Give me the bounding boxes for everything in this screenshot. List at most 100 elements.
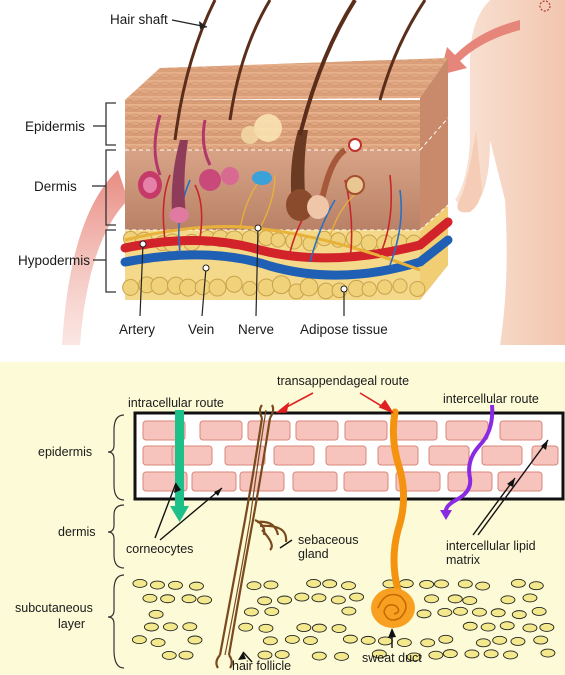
fat-cell — [149, 610, 163, 618]
fat-cell — [493, 636, 507, 644]
adipose-globule — [272, 276, 290, 294]
fat-cell — [239, 623, 253, 631]
fat-cell — [143, 594, 157, 602]
corneocyte-cell — [293, 472, 337, 491]
adipose-globule — [123, 280, 139, 296]
corneocyte-cell — [395, 421, 437, 440]
adipose-globule — [195, 280, 210, 295]
corneocyte-cell — [240, 472, 284, 491]
fat-cell — [491, 609, 505, 617]
fat-cell — [188, 636, 202, 644]
fat-cell — [132, 636, 146, 644]
fat-cell — [264, 581, 278, 589]
fat-cell — [312, 652, 326, 660]
fat-cell — [484, 650, 498, 658]
label-hair-shaft: Hair shaft — [110, 12, 168, 27]
label-sebaceous-line1: sebaceous — [298, 533, 358, 547]
human-body-silhouette — [455, 0, 565, 345]
fat-cell — [463, 622, 477, 630]
fat-cell — [275, 651, 289, 659]
fat-cell — [378, 637, 392, 645]
fat-cell — [343, 635, 357, 643]
label-vein: Vein — [188, 322, 214, 337]
label-hair-follicle: hair follicle — [232, 659, 291, 673]
label-intracellular-route: intracellular route — [128, 396, 224, 410]
adipose-globule — [346, 231, 362, 247]
fat-cell — [278, 596, 292, 604]
fat-cell — [183, 623, 197, 631]
fat-cell — [263, 637, 277, 645]
fat-cell — [335, 652, 349, 660]
fat-cell — [244, 608, 258, 616]
fat-cell — [307, 579, 321, 587]
adipose-globule — [393, 279, 407, 293]
corneocyte-cell — [274, 446, 314, 465]
fat-cell — [397, 639, 411, 647]
fat-cell — [144, 623, 158, 631]
fat-cell — [331, 596, 345, 604]
vein-marker — [203, 265, 209, 271]
fat-cell — [179, 651, 193, 659]
fat-cell — [303, 637, 317, 645]
label-nerve: Nerve — [238, 322, 274, 337]
fat-cell — [534, 636, 548, 644]
fat-cell — [198, 596, 212, 604]
label-dermis-top: Dermis — [34, 179, 77, 194]
fat-cell — [151, 639, 165, 647]
fat-cell — [458, 580, 472, 588]
corneocyte-cell — [482, 446, 522, 465]
fat-cell — [342, 607, 356, 615]
label-sebaceous-line2: gland — [298, 547, 329, 561]
fat-cell — [258, 597, 272, 605]
label-dermis-bottom: dermis — [58, 525, 96, 539]
fat-cell — [425, 595, 439, 603]
fat-cell — [429, 651, 443, 659]
label-hypodermis: Hypodermis — [18, 253, 90, 268]
corneocyte-cell — [200, 421, 242, 440]
fat-cell — [476, 639, 490, 647]
adipose-globule — [318, 283, 334, 299]
corneocyte-cell — [326, 446, 366, 465]
fat-cell — [463, 597, 477, 605]
fat-cell — [434, 580, 448, 588]
corneocyte-cell — [498, 472, 542, 491]
fat-cell — [361, 636, 375, 644]
label-lipid-matrix-line2: matrix — [446, 553, 481, 567]
label-subcutaneous-line2: layer — [58, 617, 85, 631]
fat-cell — [448, 595, 462, 603]
penetration-routes-panel: intracellular route transappendageal rou… — [0, 362, 565, 675]
fat-cell — [472, 608, 486, 616]
adipose-globule — [362, 282, 376, 296]
fat-cell — [523, 624, 537, 632]
corneocyte-cell — [345, 421, 387, 440]
adipose-globule — [243, 281, 257, 295]
fat-cell — [465, 650, 479, 658]
fat-cell — [523, 594, 537, 602]
label-subcutaneous-line1: subcutaneous — [15, 601, 93, 615]
adipose-globule — [180, 279, 197, 296]
fat-cell — [258, 651, 272, 659]
fat-cell — [399, 580, 413, 588]
fat-cell — [163, 623, 177, 631]
adipose-globule — [271, 233, 285, 247]
fat-cell — [168, 581, 182, 589]
fat-cell — [312, 594, 326, 602]
fat-cell — [162, 651, 176, 659]
fat-cell — [532, 607, 546, 615]
nerve-marker — [255, 225, 261, 231]
label-intercellular-route: intercellular route — [443, 392, 539, 406]
label-corneocytes: corneocytes — [126, 542, 193, 556]
fat-cell — [285, 635, 299, 643]
fat-cell — [189, 582, 203, 590]
fat-cell — [540, 623, 554, 631]
fat-cell — [443, 650, 457, 658]
fat-cell — [504, 651, 518, 659]
adipose-globule — [300, 278, 318, 296]
label-sweat-duct: sweat duct — [362, 651, 422, 665]
label-lipid-matrix-line1: intercellular lipid — [446, 539, 536, 553]
adipose-globule — [151, 277, 168, 294]
fat-cell — [529, 582, 543, 590]
adipose-globule — [378, 280, 392, 294]
